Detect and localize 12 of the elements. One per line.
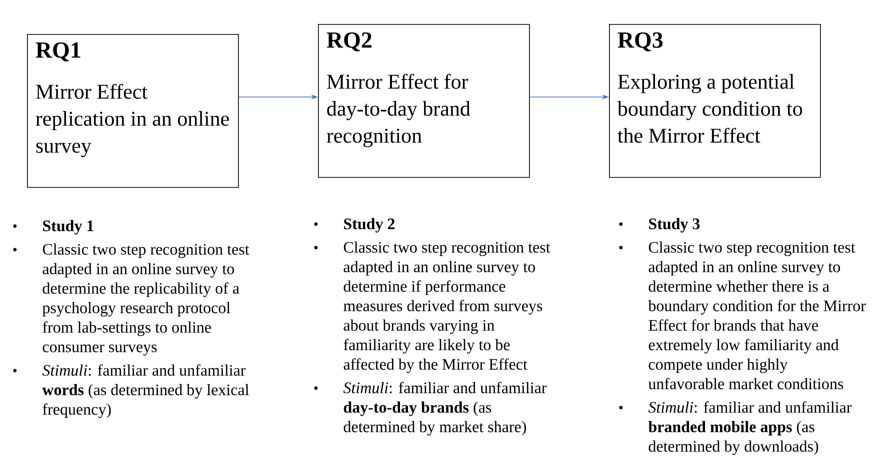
list-item-text: Classic two step recognition test adapted in an online survey to determine if performance measures derived from surveys about brands varying in familiarity are likely to be affected by the Mirror Effect xyxy=(344,241,550,374)
list-item-text: Classic two step recognition test adapted in an online survey to determine the replicability of a psychology research protocol from lab-settings to online consumer surveys xyxy=(42,243,250,356)
list-item-text: Stimuli: familiar and unfamiliar day-to-day brands (as determined by market share) xyxy=(343,382,547,436)
list-item-text: Classic two step recognition test adapted in an online survey to determine whether there is a boundary condition for the Mirror Effect for brands that have extremely low familiarity and compete under highly unfavorable market conditions xyxy=(648,241,866,390)
list-item-text: Study 2 xyxy=(344,218,395,233)
research-question-box: RQ2 Mirror Effect for day-to-day brand recognition xyxy=(318,24,530,178)
list-item-text: Stimuli: familiar and unfamiliar words (as determined by lexical frequency) xyxy=(42,364,249,418)
list-item-text: Study 3 xyxy=(649,218,700,233)
research-question-box: RQ3 Exploring a potential boundary condition to the Mirror Effect xyxy=(609,24,821,178)
list-item-text: Study 1 xyxy=(43,220,94,235)
research-question-box: RQ1 Mirror Effect replication in an online survey xyxy=(27,34,239,188)
list-item-text: Stimuli: familiar and unfamiliar branded mobile apps (as determined by downloads) xyxy=(648,401,852,456)
